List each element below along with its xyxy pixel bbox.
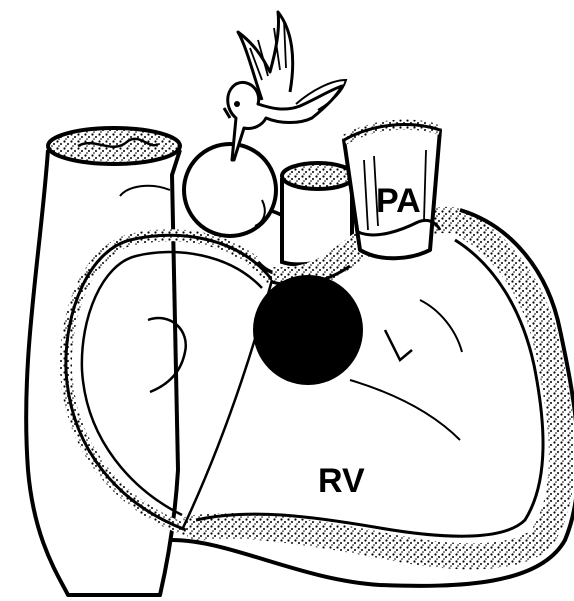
dove-illustration xyxy=(224,12,346,160)
label-pa: PA xyxy=(376,182,421,220)
aorta xyxy=(26,128,180,595)
septal-defect xyxy=(253,275,363,385)
label-rv: RV xyxy=(318,462,365,500)
